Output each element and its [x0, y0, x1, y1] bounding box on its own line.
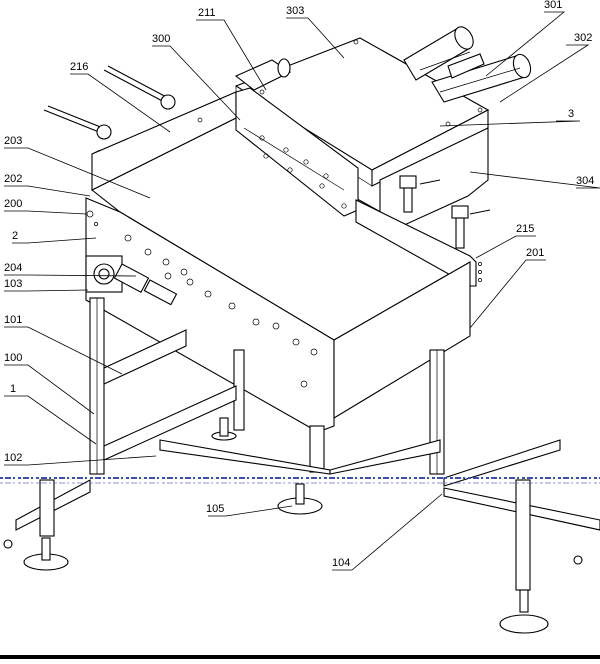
label-302: 302 [574, 32, 592, 44]
front-body [85, 197, 471, 433]
left-adjust-rods [43, 65, 176, 140]
hopper-tray [90, 87, 482, 341]
crossbar-102 [103, 385, 237, 461]
rear-rollers [403, 26, 532, 103]
label-304: 304 [576, 175, 594, 187]
support-frame [3, 297, 600, 634]
label-3: 3 [568, 108, 574, 120]
label-216: 216 [70, 61, 88, 73]
foot-right [499, 614, 549, 634]
label-203: 203 [4, 135, 22, 147]
label-200: 200 [4, 198, 22, 210]
label-204: 204 [4, 262, 22, 274]
label-102: 102 [4, 452, 22, 464]
label-105: 105 [206, 503, 224, 515]
label-104: 104 [332, 557, 350, 569]
label-215: 215 [516, 223, 534, 235]
label-103: 103 [4, 278, 22, 290]
right-adjust-knobs [399, 175, 491, 249]
left-cylinder [234, 58, 292, 91]
guide-rail-215 [355, 199, 477, 287]
label-101: 101 [4, 314, 22, 326]
label-100: 100 [4, 352, 22, 364]
crossbar-101 [103, 329, 187, 385]
label-201: 201 [526, 247, 544, 259]
label-2: 2 [12, 230, 18, 242]
label-202: 202 [4, 173, 22, 185]
label-301: 301 [544, 0, 562, 11]
reference-labels: 211 303 301 300 302 216 3 203 304 202 20… [4, 0, 594, 569]
bottom-border [0, 655, 600, 659]
leader-lines [4, 11, 600, 571]
label-303: 303 [286, 5, 304, 17]
rear-right-leg [515, 479, 531, 591]
label-300: 300 [152, 33, 170, 45]
label-1: 1 [10, 383, 16, 395]
label-211: 211 [198, 7, 216, 19]
